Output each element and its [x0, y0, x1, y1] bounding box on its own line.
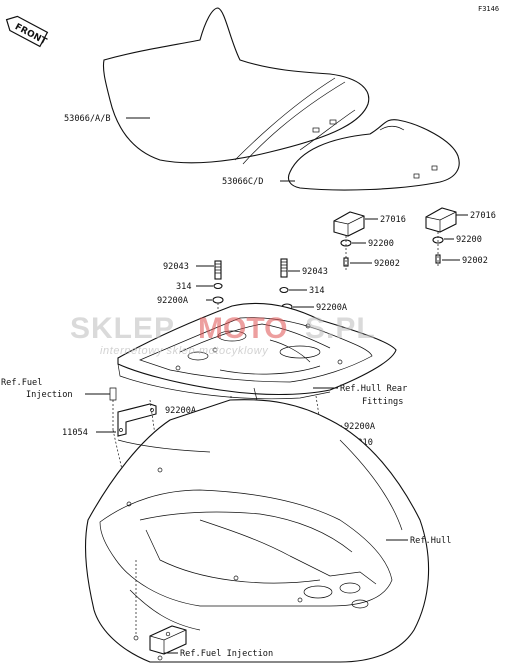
callout-washer-seat-right: 92200	[456, 235, 482, 245]
callout-ref-fuel-injection-2: Injection	[26, 390, 73, 400]
seat-bracket-right	[425, 207, 457, 264]
callout-ref-hull: Ref.Hull	[410, 536, 451, 546]
front-seat	[102, 7, 370, 165]
diagram-code: F3146	[478, 5, 499, 13]
callout-bracket-part: 11054	[62, 428, 88, 438]
bolt-stack-left	[212, 260, 224, 304]
callout-ref-fuel-injection-bottom: Ref.Fuel Injection	[180, 649, 273, 659]
callout-bracket-right: 27016	[470, 211, 496, 221]
rear-seat	[287, 119, 460, 191]
callout-bolt-left: 92043	[163, 262, 189, 272]
callout-seat-front: 53066/A/B	[64, 114, 111, 124]
watermark-main-a: SKLEP	[70, 312, 175, 345]
bracket-11054	[117, 403, 157, 437]
callout-ref-hull-rear-1: Ref.Hull Rear	[340, 384, 407, 394]
callout-spacer-left: 314	[176, 282, 192, 292]
seat-base-tray	[117, 302, 397, 400]
callout-nut-seat-right: 92002	[462, 256, 488, 266]
hull	[84, 399, 430, 663]
callout-spacer-right: 314	[309, 286, 325, 296]
callout-lower-washer-right: 92200A	[344, 422, 376, 432]
watermark-sub: internetowy sklep motocyklowy	[100, 345, 269, 357]
callout-lower-washer-left: 92200A	[165, 406, 197, 416]
watermark: SKLEP MOTO S.PL internetowy sklep motocy…	[70, 312, 376, 357]
bolt-stack-right	[279, 258, 293, 311]
callout-bracket-left: 27016	[380, 215, 406, 225]
callout-seat-rear: 53066C/D	[222, 177, 263, 187]
watermark-main-c: S.PL	[305, 312, 376, 345]
callout-nut-seat-left: 92002	[374, 259, 400, 269]
callout-washer-left: 92200A	[157, 296, 189, 306]
callout-washer-seat-left: 92200	[368, 239, 394, 249]
fuel-injection-bracket-bottom	[133, 625, 187, 661]
callout-ref-hull-rear-2: Fittings	[362, 397, 403, 407]
seat-bracket-left	[333, 211, 365, 267]
callout-washer-right: 92200A	[316, 303, 348, 313]
watermark-main-b: MOTO	[198, 312, 287, 345]
callout-bolt-right: 92043	[302, 267, 328, 277]
callout-ref-fuel-injection-1: Ref.Fuel	[1, 378, 42, 388]
front-arrow-icon: FRONT	[5, 15, 49, 48]
